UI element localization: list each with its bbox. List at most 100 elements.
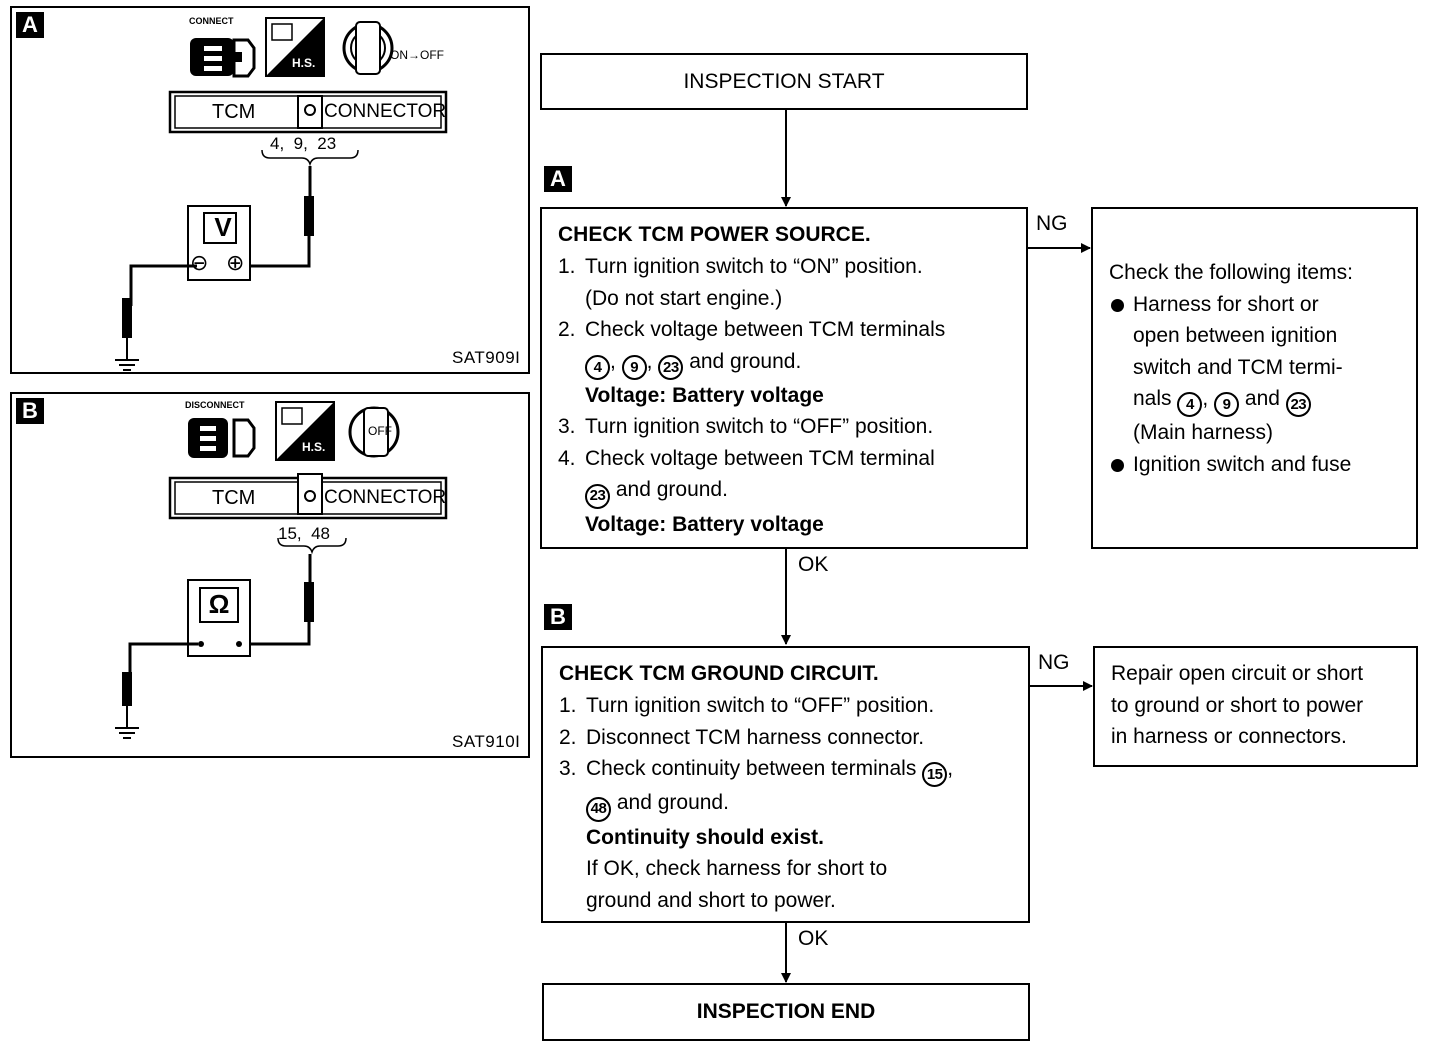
ng-a-heading: Check the following items: (1109, 261, 1353, 284)
step-a-item-1: 1. Turn ignition switch to “ON” position.… (558, 251, 1026, 314)
ng-b-text: Repair open circuit or short (1111, 662, 1364, 685)
connect-label: CONNECT (189, 16, 234, 26)
step-number: 2. (558, 318, 576, 341)
terminal-badge: 23 (1285, 392, 1311, 418)
ng-label-a: NG (1036, 212, 1068, 235)
ng-a-box: Check the following items: Harness for s… (1091, 207, 1418, 549)
ignition-switch-icon (342, 21, 394, 75)
terminal-badge: 23 (585, 483, 610, 509)
figure-code: SAT909I (452, 348, 521, 367)
ng-b-text: to ground or short to power (1111, 693, 1364, 717)
inspection-end-label: INSPECTION END (696, 1000, 876, 1023)
step-spec: Voltage: Battery voltage (585, 512, 824, 536)
inspection-end-box: INSPECTION END (542, 983, 1030, 1041)
harness-sheet-icon (265, 17, 325, 77)
step-b-box: CHECK TCM GROUND CIRCUIT. 1. Turn ignitio… (541, 646, 1030, 923)
connector-icon (190, 38, 256, 78)
panel-b-tag: B (16, 398, 44, 424)
panel-b: B (10, 392, 530, 758)
step-a-title: CHECK TCM POWER SOURCE. (558, 223, 871, 246)
ng-label-b: NG (1038, 651, 1070, 674)
ok-label-a: OK (798, 553, 829, 576)
panel-b-illustration (115, 401, 448, 739)
item-text: open between ignition (1133, 324, 1338, 347)
item-text: nals (1133, 387, 1172, 410)
terminal-list: 4, 9, 23 (270, 134, 337, 153)
panel-a-illustration (115, 17, 448, 371)
step-a-item-4: 4. Check voltage between TCM terminal 23 a… (558, 443, 1026, 540)
step-text: Check voltage between TCM terminals (585, 318, 946, 341)
step-number: 3. (559, 757, 577, 780)
connector-label: CONNECTOR (324, 101, 447, 122)
step-b-item-2: 2. Disconnect TCM harness connector. (559, 722, 1028, 754)
step-text: Turn ignition switch to “ON” position. (585, 255, 923, 278)
step-number: 1. (559, 694, 577, 717)
ng-b-text: in harness or connectors. (1111, 725, 1347, 748)
item-text: Ignition switch and fuse (1133, 452, 1352, 476)
step-number: 2. (559, 725, 577, 749)
step-spec: Continuity should exist. (586, 825, 825, 849)
step-spec: Voltage: Battery voltage (585, 383, 824, 407)
ng-a-item-2: Ignition switch and fuse (1109, 449, 1416, 481)
step-text: and ground. (615, 478, 728, 502)
item-text: and (1244, 387, 1280, 410)
step-a-tag: A (544, 166, 572, 192)
terminal-badge: 4 (1177, 392, 1203, 418)
item-text: switch and TCM termi- (1133, 355, 1343, 379)
step-a-list: 1. Turn ignition switch to “ON” position.… (558, 251, 1026, 540)
tcm-label: TCM (212, 487, 256, 509)
step-note: ground and short to power. (586, 888, 836, 912)
figure-code: SAT910I (452, 732, 521, 751)
step-number: 1. (558, 255, 576, 278)
step-text: Check voltage between TCM terminal (585, 446, 935, 470)
panel-a-tag: A (16, 12, 44, 38)
connector-label: CONNECTOR (324, 487, 447, 508)
tcm-label: TCM (212, 101, 256, 123)
item-text: (Main harness) (1133, 421, 1274, 445)
ng-b-box: Repair open circuit or short to ground o… (1093, 646, 1418, 767)
panel-a: A (10, 6, 530, 374)
ng-a-item-1: Harness for short or open between igniti… (1109, 289, 1416, 449)
step-text: Disconnect TCM harness connector. (586, 725, 925, 749)
hs-label: H.S. (292, 56, 316, 70)
disconnect-icon (188, 418, 256, 458)
ohmmeter-symbol: Ω (208, 589, 230, 619)
step-number: 4. (558, 446, 576, 470)
item-text: Harness for short or (1133, 292, 1319, 316)
step-text: Turn ignition switch to “OFF” position. (585, 415, 934, 439)
switch-label: OFF (368, 424, 392, 438)
voltmeter-symbol: V (214, 212, 232, 242)
terminal-badge: 9 (1214, 392, 1240, 418)
step-text: Turn ignition switch to “OFF” position. (586, 694, 935, 717)
step-number: 3. (558, 415, 576, 439)
step-text: and ground. (689, 349, 802, 373)
terminal-badge: 4 (585, 354, 610, 380)
step-text: Check continuity between terminals (586, 757, 917, 780)
inspection-start-box: INSPECTION START (540, 53, 1028, 110)
terminal-badge: 9 (621, 354, 647, 380)
terminal-badge: 15 (922, 762, 948, 788)
step-b-title: CHECK TCM GROUND CIRCUIT. (559, 662, 879, 685)
step-b-tag: B (544, 604, 572, 630)
step-a-item-3: 3. Turn ignition switch to “OFF” position… (558, 411, 1026, 443)
step-text: and ground. (616, 791, 729, 815)
disconnect-label: DISCONNECT (185, 400, 245, 410)
inspection-start-label: INSPECTION START (683, 70, 885, 93)
minus-terminal: ⊖ (190, 250, 209, 275)
plus-terminal: ⊕ (226, 250, 245, 275)
switch-label: ON→OFF (390, 48, 444, 62)
step-note: (Do not start engine.) (585, 286, 783, 310)
terminal-badge: 48 (586, 796, 611, 822)
step-b-list: 1. Turn ignition switch to “OFF” position… (559, 690, 1028, 916)
step-note: If OK, check harness for short to (586, 857, 888, 880)
hs-label: H.S. (302, 440, 326, 454)
terminal-list: 15, 48 (278, 524, 330, 543)
ignition-switch-icon (348, 406, 400, 458)
harness-sheet-icon (275, 401, 335, 461)
step-b-item-3: 3.Check continuity between terminals 15,… (559, 753, 1028, 916)
step-a-box: CHECK TCM POWER SOURCE. 1. Turn ignition … (540, 207, 1028, 549)
step-b-item-1: 1. Turn ignition switch to “OFF” position… (559, 690, 1028, 722)
terminal-badge: 23 (658, 354, 684, 380)
